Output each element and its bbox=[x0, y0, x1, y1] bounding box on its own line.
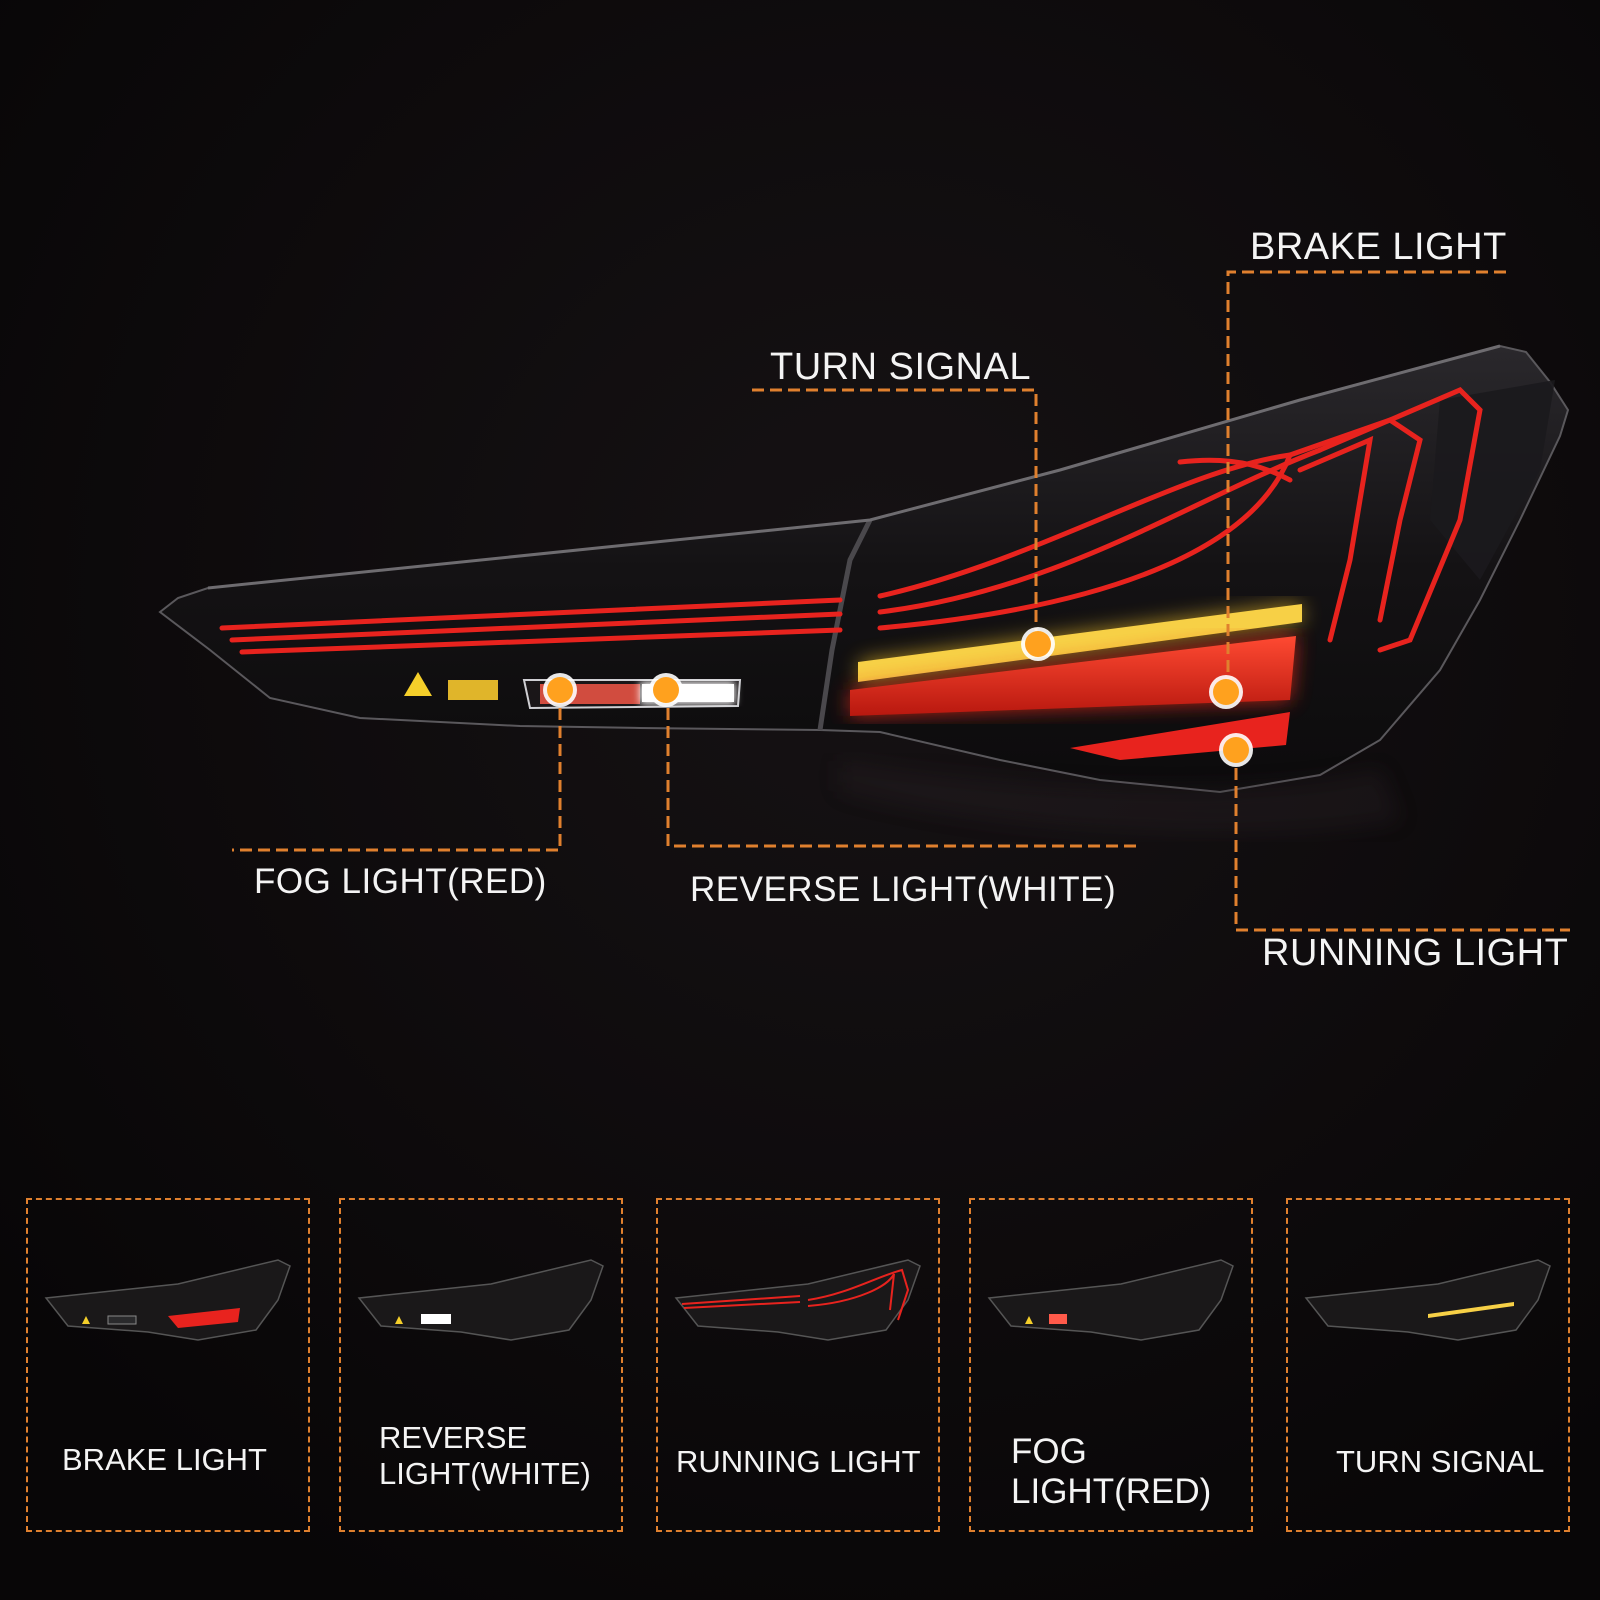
marker-running-light bbox=[1219, 733, 1253, 767]
panel-label: BRAKE LIGHT bbox=[62, 1442, 267, 1477]
callout-fog-light: FOG LIGHT(RED) bbox=[254, 862, 547, 901]
panel-brake-light: BRAKE LIGHT bbox=[26, 1198, 310, 1532]
panel-running-light: RUNNING LIGHT bbox=[656, 1198, 940, 1532]
panel-label: RUNNING LIGHT bbox=[676, 1444, 921, 1479]
laser-warning-sticker bbox=[404, 672, 432, 696]
callout-running-light: RUNNING LIGHT bbox=[1262, 932, 1569, 974]
callout-turn-signal: TURN SIGNAL bbox=[770, 346, 1031, 388]
marker-turn-signal bbox=[1021, 627, 1055, 661]
panel-turn-signal: TURN SIGNAL bbox=[1286, 1198, 1570, 1532]
callout-markers bbox=[543, 627, 1253, 767]
mini-tail-light bbox=[987, 1259, 1234, 1341]
panel-label: TURN SIGNAL bbox=[1336, 1444, 1545, 1479]
mini-tail-light bbox=[357, 1259, 604, 1341]
mini-tail-light bbox=[1304, 1259, 1551, 1341]
housing-seam bbox=[817, 518, 873, 731]
running-light-bars bbox=[219, 387, 1483, 655]
mini-tail-light bbox=[44, 1259, 291, 1341]
turn-signal-bar bbox=[858, 604, 1302, 682]
mesh-texture bbox=[1430, 380, 1555, 580]
reflection bbox=[840, 760, 1400, 835]
marker-reverse-light bbox=[649, 673, 683, 707]
leader-lines bbox=[232, 270, 1570, 932]
marker-fog-light bbox=[543, 673, 577, 707]
spec-sticker bbox=[448, 680, 498, 700]
housing-top-edge bbox=[207, 344, 1501, 590]
callout-reverse-light: REVERSE LIGHT(WHITE) bbox=[690, 870, 1117, 909]
marker-brake-light bbox=[1209, 675, 1243, 709]
mini-tail-light bbox=[674, 1259, 921, 1341]
callout-brake-light: BRAKE LIGHT bbox=[1250, 226, 1507, 268]
